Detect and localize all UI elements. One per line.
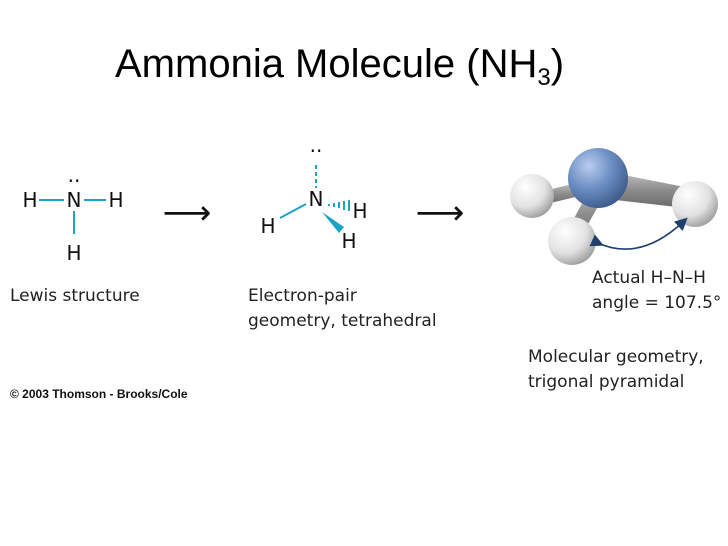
title-close-paren: ) (550, 42, 565, 86)
lewis-lone-pair: ·· (68, 169, 81, 193)
hydrogen-atom-right (672, 181, 718, 227)
electron-pair-caption-line2: geometry, tetrahedral (248, 311, 437, 331)
lewis-atom-n: N (67, 188, 82, 212)
nitrogen-atom (568, 148, 628, 208)
lewis-atom-h-left: H (22, 188, 37, 212)
angle-label-line1: Actual H–N–H (592, 268, 706, 288)
ball-and-stick-model (510, 148, 718, 265)
copyright-notice: © 2003 Thomson - Brooks/Cole (10, 387, 188, 401)
arrow-2: ⟶ (416, 193, 465, 233)
hydrogen-atom-front (548, 217, 596, 265)
tetra-bond-left (279, 203, 307, 219)
angle-arrow (589, 217, 688, 250)
hydrogen-atom-left (510, 174, 554, 218)
page-title: Ammonia Molecule (NH3) (115, 40, 565, 91)
angle-label-line2: angle = 107.5° (592, 293, 722, 313)
electron-pair-caption-line1: Electron-pair (248, 286, 357, 306)
tetra-dashed-wedge (328, 200, 350, 211)
lewis-caption: Lewis structure (10, 286, 140, 306)
lewis-structure: N H H H ·· (22, 169, 123, 265)
tetra-atom-n: N (309, 187, 324, 211)
molecular-caption-line1: Molecular geometry, (528, 347, 704, 367)
lewis-atom-h-right: H (108, 188, 123, 212)
title-subscript: 3 (537, 64, 551, 91)
electron-pair-structure: ·· N H H H (260, 139, 367, 253)
title-text: Ammonia Molecule (NH (115, 42, 538, 86)
molecular-caption-line2: trigonal pyramidal (528, 372, 685, 392)
tetra-atom-h-dash: H (352, 199, 367, 223)
tetra-atom-h-left: H (260, 214, 275, 238)
tetra-lone-pair: ·· (310, 139, 323, 163)
lewis-atom-h-bottom: H (66, 241, 81, 265)
arrow-1: ⟶ (163, 193, 212, 233)
tetra-atom-h-wedge: H (341, 229, 356, 253)
tetra-solid-wedge (322, 212, 344, 233)
